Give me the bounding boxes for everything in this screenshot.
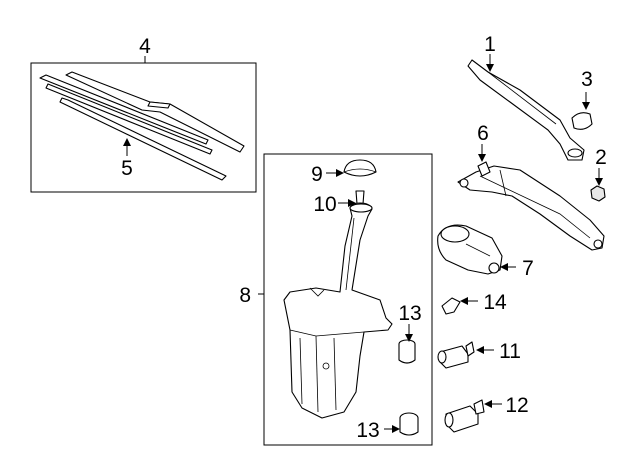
callout-14: 14: [483, 291, 507, 314]
callout-9-arrowhead: [336, 169, 344, 177]
callout-4: 4: [139, 35, 151, 58]
callout-9: 9: [311, 163, 323, 186]
callout-5-arrowhead: [123, 138, 131, 146]
grommet-lower: [399, 412, 419, 436]
callout-7-arrowhead: [500, 263, 508, 271]
wiper-blade: [39, 71, 245, 181]
callout-11-arrowhead: [476, 346, 484, 354]
callout-7: 7: [522, 257, 534, 280]
wiper-linkage: [457, 161, 605, 251]
callout-11: 11: [499, 340, 521, 363]
callout-12-arrowhead: [484, 400, 492, 408]
callout-2: 2: [595, 146, 607, 169]
callout-1-arrowhead: [486, 64, 494, 72]
pivot-nut: [590, 185, 606, 202]
callout-1: 1: [484, 33, 496, 56]
wiper-arm: [467, 59, 585, 161]
callout-14-arrowhead: [460, 297, 468, 305]
callout-10: 10: [313, 193, 336, 216]
grommet-upper: [398, 339, 416, 364]
washer-reservoir-group-box: [263, 153, 433, 446]
reservoir-cap: [343, 159, 377, 177]
pivot-cap: [571, 112, 593, 130]
callout-6-arrowhead: [478, 154, 486, 162]
callout-6: 6: [477, 122, 489, 145]
callout-3-arrowhead: [582, 102, 590, 110]
washer-reservoir-tank: [283, 202, 393, 419]
callout-3: 3: [581, 68, 593, 91]
washer-nozzle: [441, 297, 461, 315]
wiper-motor: [437, 224, 503, 275]
callout-13-lower: 13: [356, 419, 379, 442]
callout-13-upper-arrowhead: [405, 334, 413, 342]
callout-2-arrowhead: [595, 178, 603, 186]
callout-10-arrowhead: [348, 199, 356, 207]
callout-12: 12: [505, 394, 528, 417]
wiper-blade-group-box: [30, 62, 257, 193]
callout-5: 5: [121, 157, 133, 180]
washer-pump-rear: [444, 399, 485, 433]
washer-pump-front: [437, 341, 475, 369]
filler-neck-strainer: [355, 190, 365, 205]
callout-8: 8: [239, 284, 251, 307]
callout-13-upper: 13: [398, 302, 421, 325]
callout-13-lower-arrowhead: [392, 425, 400, 433]
